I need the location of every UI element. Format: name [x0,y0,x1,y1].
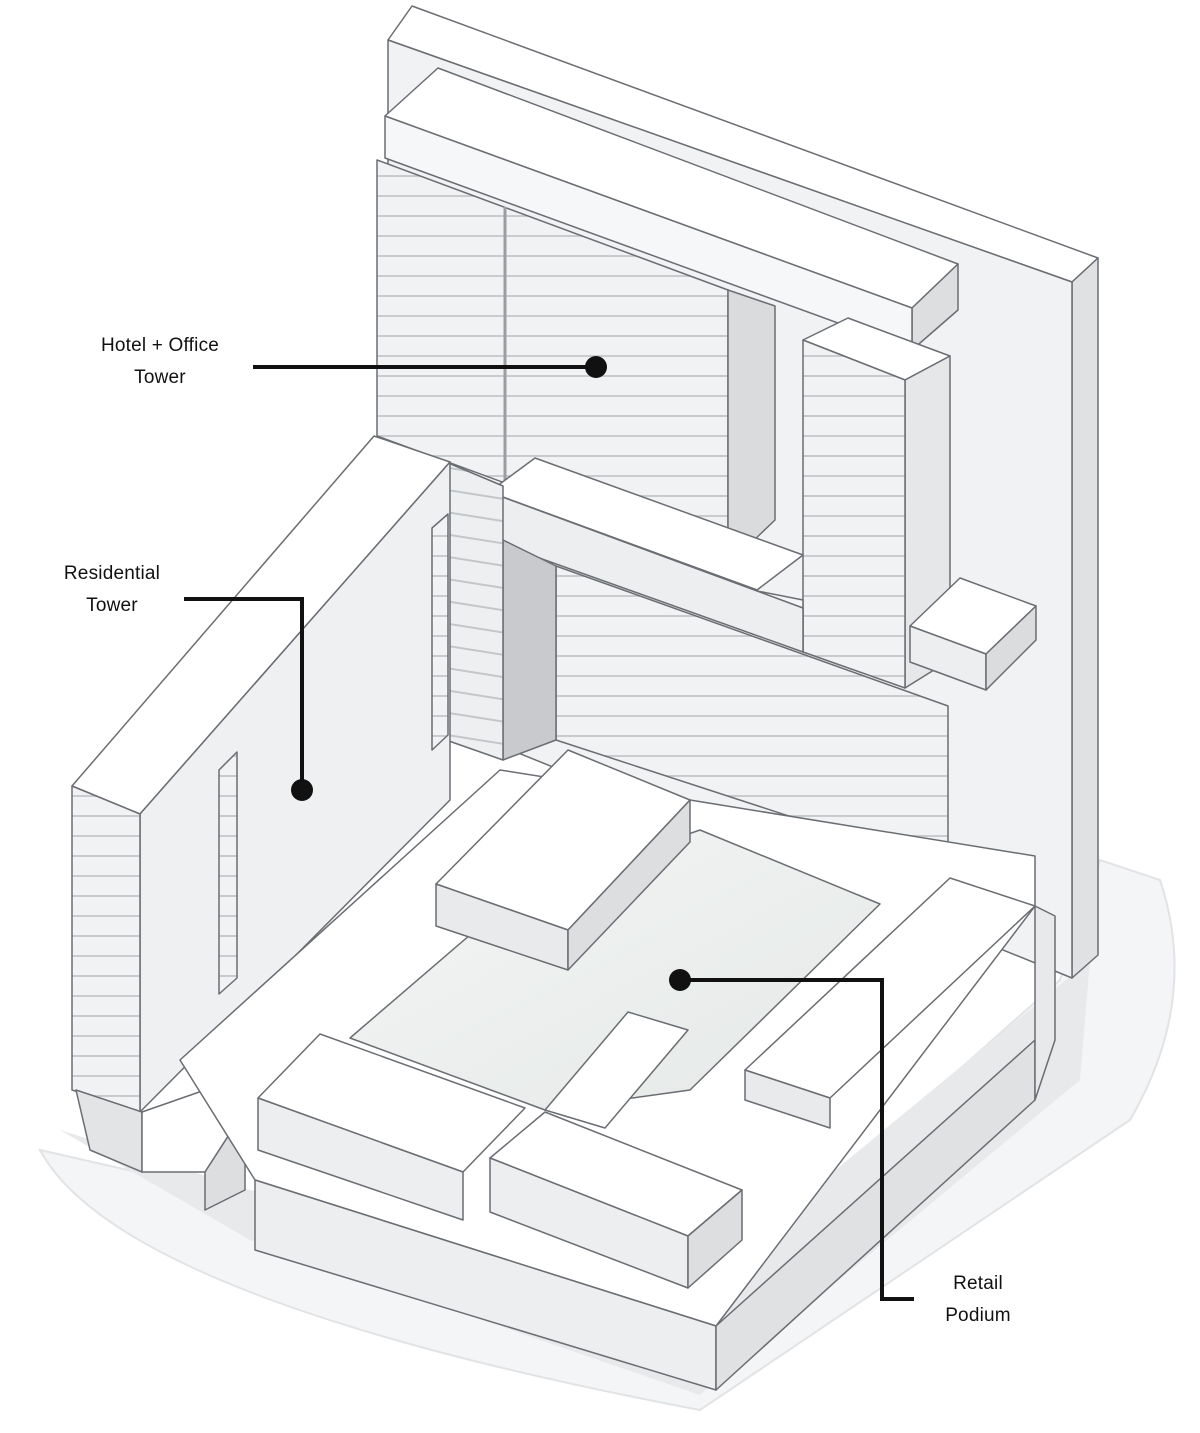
residential-tower-label: Residential Tower [40,558,184,622]
retail-leader [680,978,914,1301]
site-outline [38,858,1176,1412]
residential-dot [291,779,313,801]
retail-dot [669,969,691,991]
residential-leader [184,597,304,790]
retail-podium-label: Retail Podium [918,1268,1038,1332]
hotel-office-tower-label: Hotel + Office Tower [80,330,240,394]
residential-label-line1: Residential [63,563,161,584]
retail-label-line2: Podium [945,1305,1011,1326]
residential-label-line2: Tower [86,595,138,616]
hotel-office-tower [376,67,1037,869]
hotel-office-dot [585,356,607,378]
retail-label-line1: Retail [953,1273,1003,1294]
retail-podium [179,749,1056,1391]
hotel-office-label-line1: Hotel + Office [100,335,220,356]
leader-lines [184,365,914,1301]
hotel-office-label-line2: Tower [134,367,186,388]
